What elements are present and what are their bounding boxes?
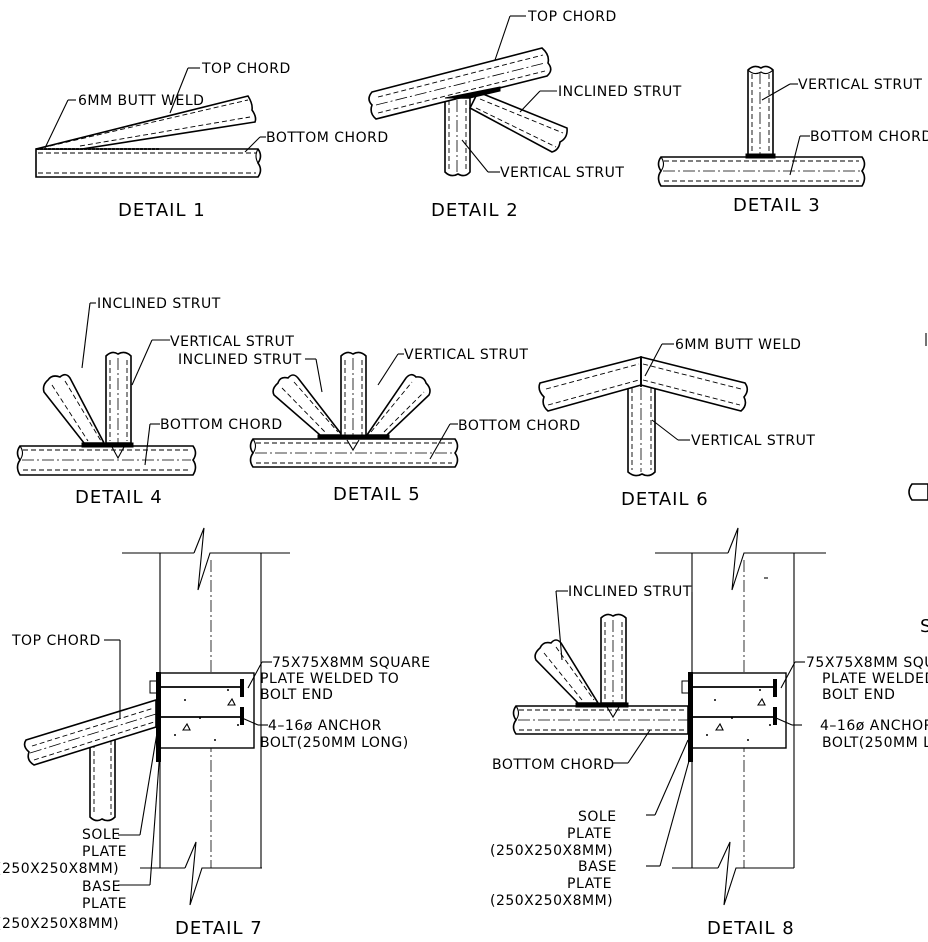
label-anchor-1: 4–16ø ANCHOR [820, 718, 928, 734]
label-base-1: BASE [578, 859, 617, 875]
label-plate-2: PLATE WELDED TO [260, 671, 399, 687]
label-sole-2: PLATE [567, 826, 612, 842]
vertical-strut-pipe [340, 351, 367, 455]
label-bottom-chord: BOTTOM CHORD [160, 417, 283, 433]
sole-plate [688, 672, 693, 762]
inclined-strut-pipe [534, 639, 600, 704]
label-inclined: INCLINED STRUT [558, 84, 682, 100]
detail-title: DETAIL 5 [333, 484, 421, 505]
label-inclined: INCLINED STRUT [568, 584, 692, 600]
bottom-chord-pipe [512, 705, 689, 735]
weld-mark [745, 153, 776, 159]
weld-mark [317, 434, 390, 440]
vertical-strut-pipe [747, 65, 774, 170]
detail-title: DETAIL 1 [118, 200, 206, 221]
detail-title: DETAIL 8 [707, 918, 795, 939]
label-anchor-2: BOLT(250MM LONG) [260, 735, 409, 751]
label-plate-2: PLATE WELDED TO [822, 671, 928, 687]
label-plate-1: 75X75X8MM SQUARE [272, 655, 431, 671]
inclined-strut-pipe [42, 373, 106, 444]
detail-4: INCLINED STRUT VERTICAL STRUT BOTTOM CHO… [16, 296, 294, 508]
label-plate-3: BOLT END [822, 687, 895, 703]
label-top-chord: TOP CHORD [11, 633, 101, 649]
label-base-2: PLATE [82, 896, 127, 912]
label-vertical: VERTICAL STRUT [170, 334, 294, 350]
sole-plate [156, 672, 161, 762]
label-base-3: (250X250X8MM) [0, 916, 119, 932]
label-vertical: VERTICAL STRUT [404, 347, 528, 363]
detail-5: INCLINED STRUT VERTICAL STRUT BOTTOM CHO… [178, 347, 581, 505]
bearing-pocket [159, 672, 255, 749]
label-bottom-chord: BOTTOM CHORD [266, 130, 389, 146]
vertical-strut-pipe [444, 97, 471, 177]
label-sole-2: PLATE [82, 844, 127, 860]
label-sole-3: (250X250X8MM) [0, 861, 119, 877]
detail-title: DETAIL 6 [621, 489, 709, 510]
rafter-right-pipe [640, 355, 749, 412]
label-inclined: INCLINED STRUT [97, 296, 221, 312]
vertical-strut-pipe [600, 613, 627, 718]
inclined-strut-left-pipe [272, 374, 344, 436]
detail-title: DETAIL 3 [733, 195, 821, 216]
detail-6: 6MM BUTT WELD VERTICAL STRUT DETAIL 6 [538, 337, 815, 510]
label-bottom-chord: BOTTOM CHORD [458, 418, 581, 434]
label-plate-1: 75X75X8MM SQUARE [806, 655, 928, 671]
top-chord-pipe [35, 95, 257, 150]
label-bottom-chord: BOTTOM CHORD [492, 757, 615, 773]
bottom-chord-pipe [16, 445, 197, 476]
bottom-chord-pipe [249, 438, 459, 468]
label-sole-3: (250X250X8MM) [490, 843, 613, 859]
weld-mark [444, 86, 501, 99]
weld-mark [575, 702, 629, 708]
label-bottom-chord: BOTTOM CHORD [810, 129, 928, 145]
bearing-pocket [691, 672, 787, 749]
partial-detail-edge: S [908, 333, 928, 637]
detail-2: TOP CHORD INCLINED STRUT VERTICAL STRUT … [368, 9, 682, 221]
label-anchor-2: BOLT(250MM LONG) [822, 735, 928, 751]
label-base-3: (250X250X8MM) [490, 893, 613, 909]
detail-title: DETAIL 4 [75, 487, 163, 508]
detail-title: DETAIL 7 [175, 918, 263, 939]
partial-label: S [920, 616, 928, 637]
label-inclined: INCLINED STRUT [178, 352, 302, 368]
label-top-chord: TOP CHORD [527, 9, 617, 25]
bottom-chord-pipe [35, 148, 262, 178]
label-top-chord: TOP CHORD [201, 61, 291, 77]
label-weld: 6MM BUTT WELD [675, 337, 801, 353]
label-anchor-1: 4–16ø ANCHOR [268, 718, 382, 734]
label-base-1: BASE [82, 879, 121, 895]
top-chord-pipe [23, 698, 157, 766]
vertical-strut-pipe [89, 733, 116, 822]
top-chord-pipe [368, 47, 552, 120]
label-plate-3: BOLT END [260, 687, 333, 703]
vertical-strut-pipe [627, 384, 656, 477]
detail-3: VERTICAL STRUT BOTTOM CHORD DETAIL 3 [657, 65, 928, 216]
label-vertical: VERTICAL STRUT [500, 165, 624, 181]
label-base-2: PLATE [567, 876, 612, 892]
weld-mark [81, 442, 134, 448]
detail-title: DETAIL 2 [431, 200, 519, 221]
detail-7: TOP CHORD 75X75X8MM SQUARE PLATE WELDED … [0, 527, 431, 939]
label-vertical: VERTICAL STRUT [691, 433, 815, 449]
label-sole-1: SOLE [82, 827, 121, 843]
detail-8: INCLINED STRUT BOTTOM CHORD 75X75X8MM SQ… [490, 527, 928, 939]
detail-1: 6MM BUTT WELD TOP CHORD BOTTOM CHORD DET… [35, 61, 389, 221]
inclined-strut-right-pipe [365, 373, 431, 436]
rafter-left-pipe [538, 355, 642, 412]
label-sole-1: SOLE [578, 809, 617, 825]
inclined-strut-pipe [468, 90, 568, 153]
label-vertical: VERTICAL STRUT [798, 77, 922, 93]
vertical-strut-pipe [105, 351, 132, 460]
label-weld: 6MM BUTT WELD [78, 93, 204, 109]
bottom-chord-pipe [657, 156, 866, 187]
